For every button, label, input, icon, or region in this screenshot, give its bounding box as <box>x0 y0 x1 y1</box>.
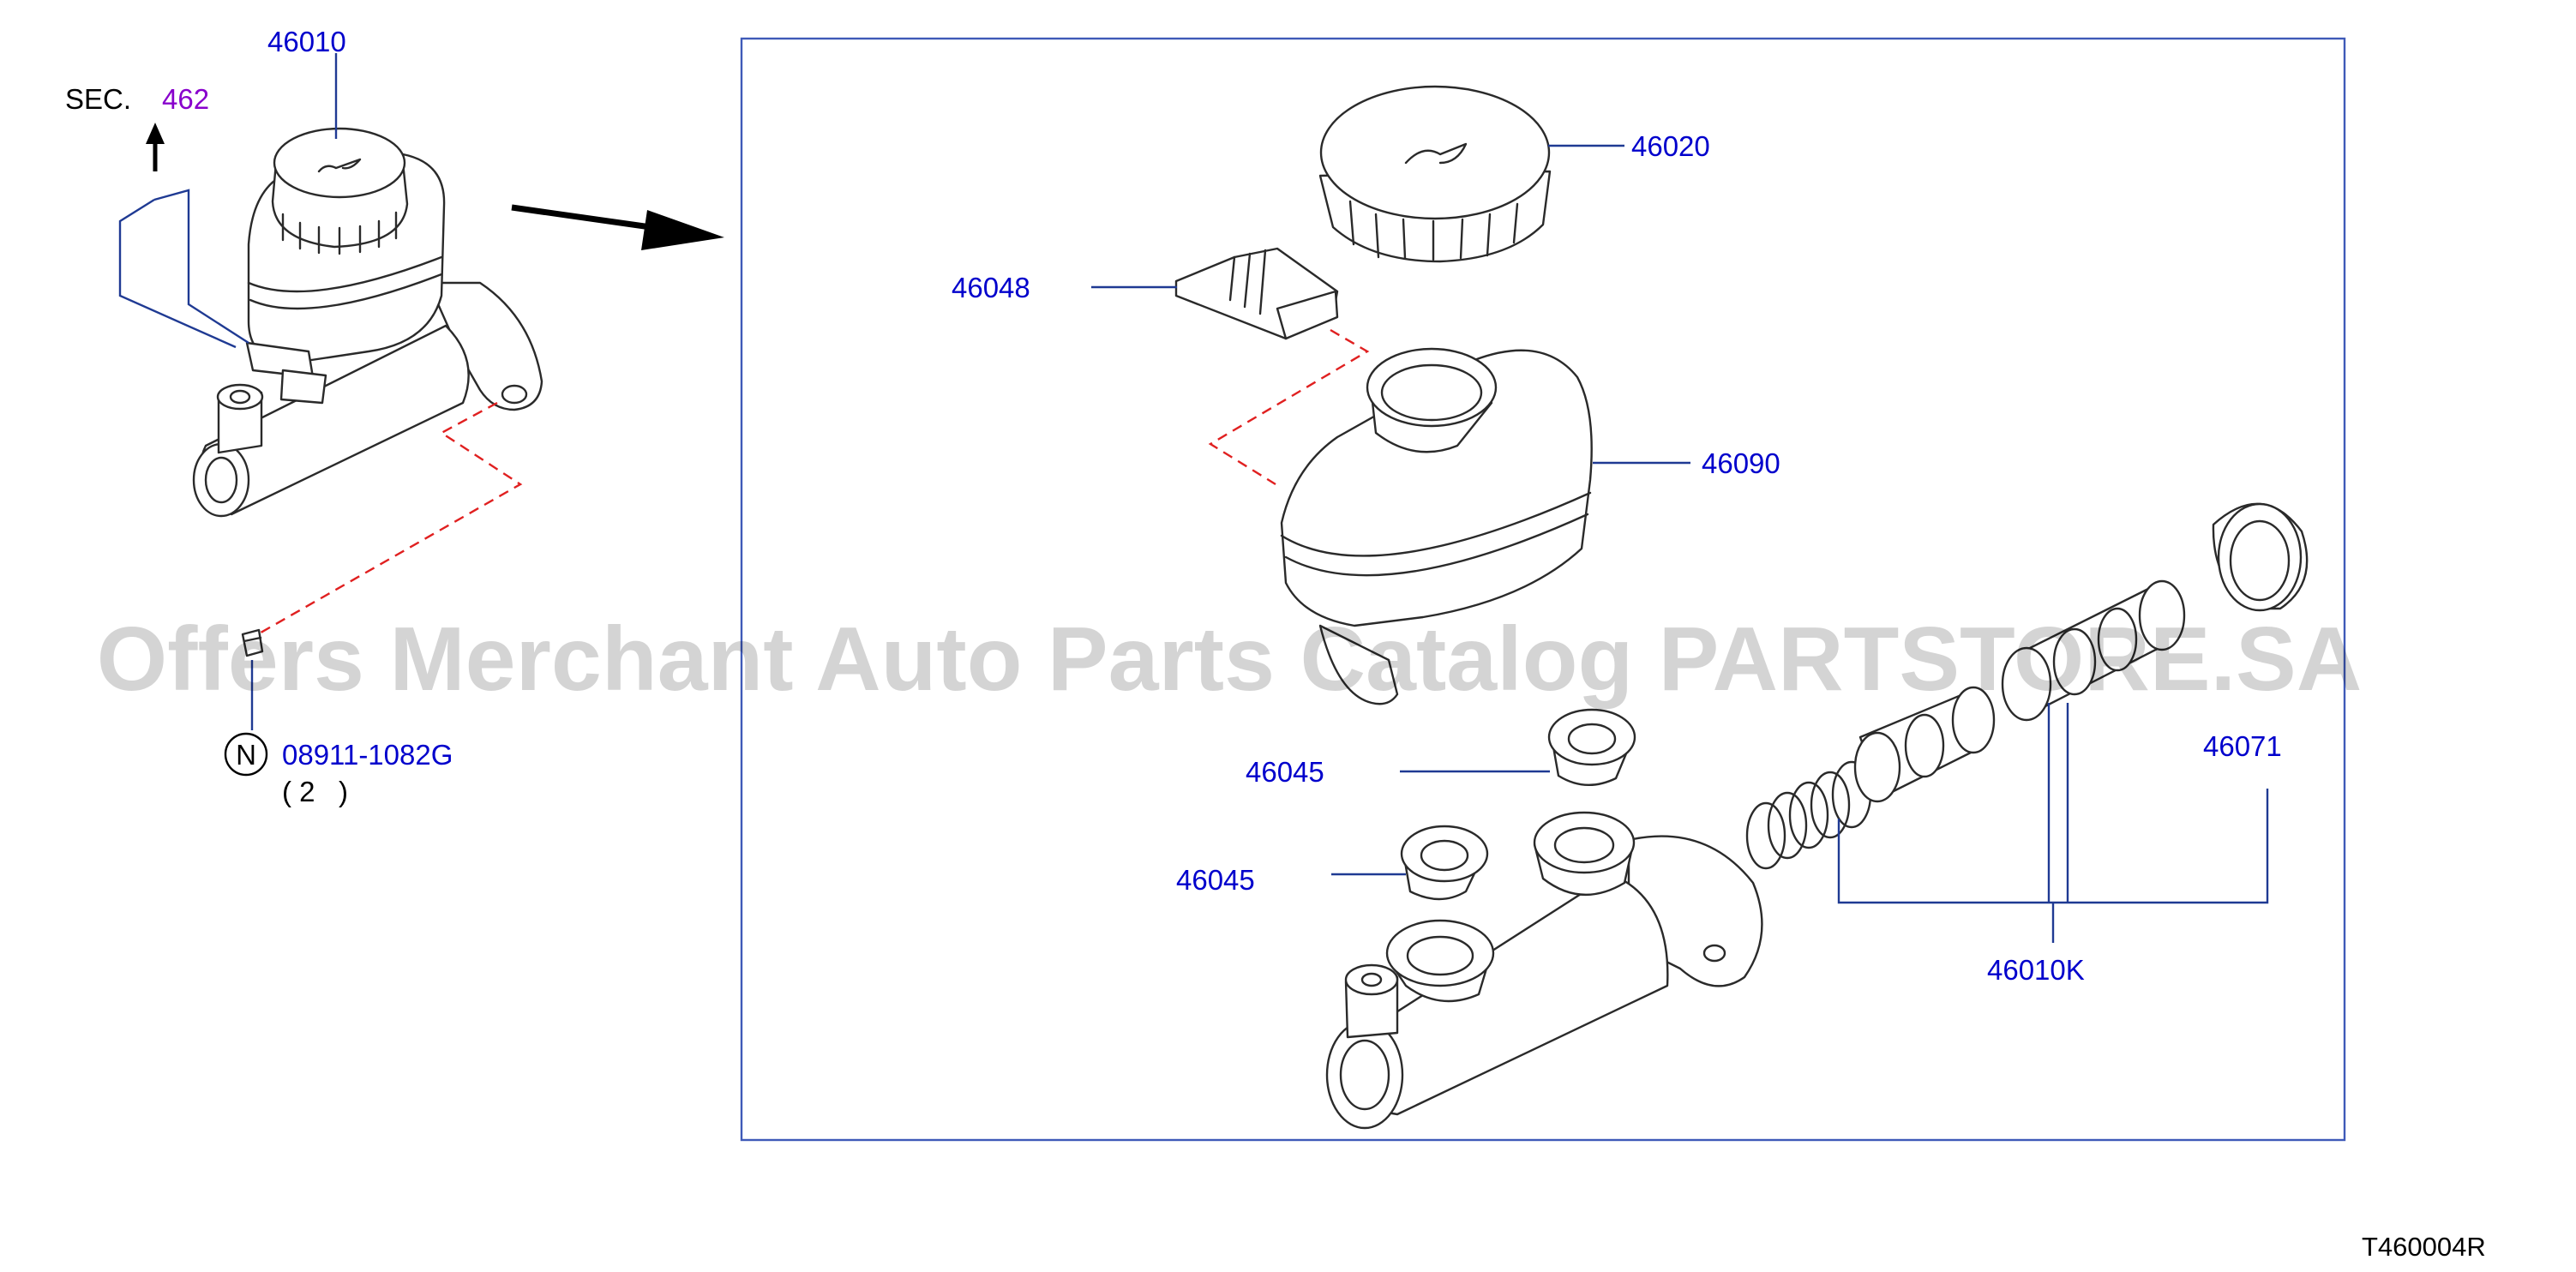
reservoir-tank-part <box>1280 347 1593 705</box>
nut-symbol-circle <box>224 732 268 777</box>
nut-symbol: N <box>236 739 256 771</box>
nut-quantity: ( 2 ) <box>282 776 348 807</box>
grommet-lower-part <box>1400 825 1489 901</box>
part-label-46020[interactable]: 46020 <box>1631 130 1710 162</box>
section-up-arrow <box>146 123 165 171</box>
left-leaders <box>118 53 338 730</box>
part-label-46045-upper[interactable]: 46045 <box>1246 756 1324 788</box>
master-cylinder-body-part <box>1325 811 1763 1130</box>
detail-frame <box>740 37 2346 1142</box>
part-label-46048[interactable]: 46048 <box>952 272 1030 303</box>
detail-arrow <box>511 204 724 250</box>
detail-leaders <box>1091 144 2269 943</box>
left-dashed-guide <box>249 401 523 640</box>
reservoir-cap-part <box>1318 85 1552 263</box>
watermark-text: Offers Merchant Auto Parts Catalog PARTS… <box>97 609 2363 710</box>
secondary-piston <box>1853 686 1996 803</box>
diagram-code: T460004R <box>2362 1232 2486 1262</box>
part-label-46045-lower[interactable]: 46045 <box>1176 864 1255 896</box>
section-prefix: SEC. <box>65 83 131 115</box>
part-label-46090[interactable]: 46090 <box>1702 447 1780 479</box>
piston-kit-part <box>1745 502 2309 870</box>
detail-dashed-guide <box>1208 328 1370 486</box>
primary-piston <box>2001 579 2186 722</box>
piston-seal-ring <box>2212 502 2309 612</box>
assembled-master-cylinder <box>192 127 543 518</box>
reservoir-connector-part <box>1174 247 1339 340</box>
part-label-46010k[interactable]: 46010K <box>1987 954 2085 986</box>
part-label-46071[interactable]: 46071 <box>2203 730 2282 762</box>
return-spring <box>1745 760 1872 870</box>
part-label-08911-1082g[interactable]: 08911-1082G <box>282 739 453 771</box>
grommet-upper-part <box>1547 708 1636 787</box>
part-label-46010[interactable]: 46010 <box>267 26 346 57</box>
nut-part <box>241 628 264 657</box>
section-ref-link[interactable]: 462 <box>162 83 209 115</box>
